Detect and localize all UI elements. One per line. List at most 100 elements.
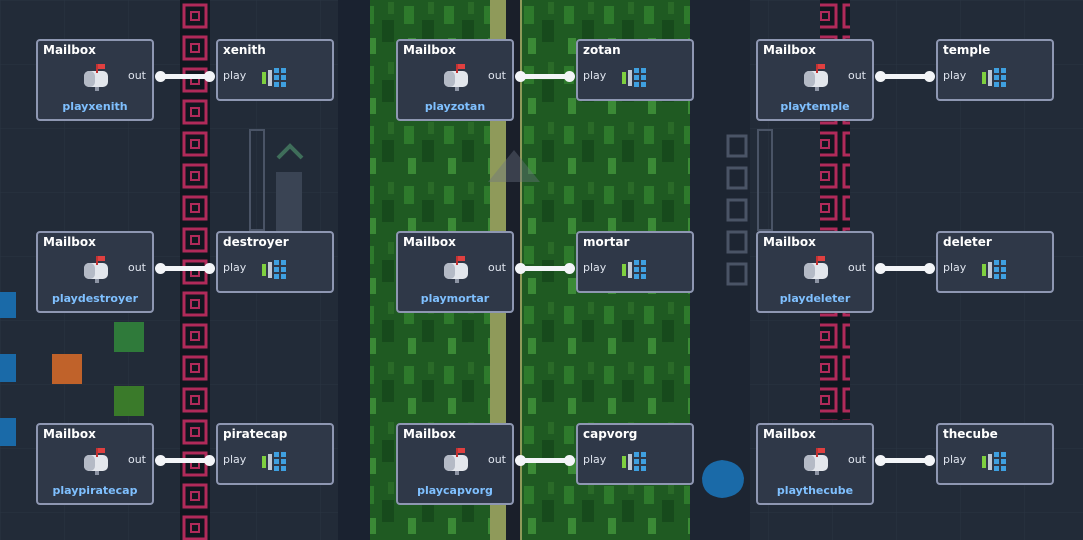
mailbox-node[interactable]: Mailbox out playzotan <box>396 39 514 121</box>
out-port-connector[interactable] <box>875 455 886 466</box>
play-port-label: play <box>943 453 967 466</box>
mailbox-node[interactable]: Mailbox out playcapvorg <box>396 423 514 505</box>
sound-node[interactable]: mortar play <box>576 231 694 293</box>
mailbox-icon <box>444 256 468 283</box>
speaker-grid-icon <box>982 452 1006 471</box>
out-port-label: out <box>487 261 506 274</box>
play-port-connector[interactable] <box>564 71 575 82</box>
mailbox-node[interactable]: Mailbox out playdestroyer <box>36 231 154 313</box>
channel-name[interactable]: playtemple <box>780 100 850 113</box>
sound-node[interactable]: deleter play <box>936 231 1054 293</box>
sound-node[interactable]: capvorg play <box>576 423 694 485</box>
mailbox-node[interactable]: Mailbox out playpiratecap <box>36 423 154 505</box>
out-port-connector[interactable] <box>875 71 886 82</box>
mailbox-icon <box>444 448 468 475</box>
channel-name[interactable]: playthecube <box>776 484 854 497</box>
out-port-connector[interactable] <box>155 455 166 466</box>
play-port-connector[interactable] <box>924 71 935 82</box>
play-port-connector[interactable] <box>564 455 575 466</box>
node-title: Mailbox <box>43 43 96 57</box>
out-port-label: out <box>487 69 506 82</box>
speaker-grid-icon <box>262 452 286 471</box>
connection-wire <box>880 266 930 271</box>
play-port-label: play <box>583 69 607 82</box>
node-title: thecube <box>943 427 998 441</box>
mailbox-node[interactable]: Mailbox out playmortar <box>396 231 514 313</box>
play-port-connector[interactable] <box>204 263 215 274</box>
mailbox-icon <box>804 256 828 283</box>
sound-node[interactable]: temple play <box>936 39 1054 101</box>
out-port-label: out <box>127 261 146 274</box>
node-title: Mailbox <box>763 427 816 441</box>
out-port-connector[interactable] <box>515 71 526 82</box>
mailbox-icon <box>804 448 828 475</box>
out-port-label: out <box>847 453 866 466</box>
sound-node[interactable]: zotan play <box>576 39 694 101</box>
channel-name[interactable]: playcapvorg <box>417 484 493 497</box>
out-port-label: out <box>847 69 866 82</box>
channel-name[interactable]: playmortar <box>420 292 490 305</box>
sound-node[interactable]: xenith play <box>216 39 334 101</box>
node-title: temple <box>943 43 991 57</box>
connection-wire <box>520 74 570 79</box>
sound-node[interactable]: piratecap play <box>216 423 334 485</box>
node-title: destroyer <box>223 235 289 249</box>
out-port-connector[interactable] <box>875 263 886 274</box>
play-port-connector[interactable] <box>204 455 215 466</box>
play-port-label: play <box>223 261 247 274</box>
speaker-grid-icon <box>982 260 1006 279</box>
play-port-label: play <box>223 453 247 466</box>
channel-name[interactable]: playdeleter <box>779 292 851 305</box>
node-title: zotan <box>583 43 621 57</box>
out-port-label: out <box>127 453 146 466</box>
node-title: xenith <box>223 43 266 57</box>
node-title: deleter <box>943 235 992 249</box>
connection-wire <box>520 458 570 463</box>
mailbox-icon <box>84 64 108 91</box>
out-port-label: out <box>847 261 866 274</box>
speaker-grid-icon <box>622 260 646 279</box>
play-port-label: play <box>943 69 967 82</box>
play-port-connector[interactable] <box>564 263 575 274</box>
speaker-grid-icon <box>262 260 286 279</box>
out-port-connector[interactable] <box>515 263 526 274</box>
node-title: Mailbox <box>763 235 816 249</box>
speaker-grid-icon <box>622 452 646 471</box>
mailbox-node[interactable]: Mailbox out playtemple <box>756 39 874 121</box>
mailbox-node[interactable]: Mailbox out playdeleter <box>756 231 874 313</box>
channel-name[interactable]: playxenith <box>62 100 128 113</box>
node-title: capvorg <box>583 427 638 441</box>
connection-wire <box>880 458 930 463</box>
play-port-connector[interactable] <box>924 263 935 274</box>
mailbox-icon <box>804 64 828 91</box>
mailbox-node[interactable]: Mailbox out playthecube <box>756 423 874 505</box>
channel-name[interactable]: playdestroyer <box>51 292 139 305</box>
speaker-grid-icon <box>262 68 286 87</box>
connection-wire <box>520 266 570 271</box>
mailbox-icon <box>84 448 108 475</box>
node-title: piratecap <box>223 427 288 441</box>
channel-name[interactable]: playzotan <box>424 100 486 113</box>
mailbox-icon <box>84 256 108 283</box>
out-port-connector[interactable] <box>515 455 526 466</box>
node-title: Mailbox <box>43 427 96 441</box>
mailbox-icon <box>444 64 468 91</box>
out-port-label: out <box>487 453 506 466</box>
play-port-label: play <box>583 261 607 274</box>
speaker-grid-icon <box>982 68 1006 87</box>
play-port-connector[interactable] <box>924 455 935 466</box>
connection-wire <box>160 74 210 79</box>
node-title: Mailbox <box>43 235 96 249</box>
sound-node[interactable]: thecube play <box>936 423 1054 485</box>
speaker-grid-icon <box>622 68 646 87</box>
connection-wire <box>880 74 930 79</box>
play-port-label: play <box>583 453 607 466</box>
node-title: Mailbox <box>403 43 456 57</box>
node-title: mortar <box>583 235 630 249</box>
out-port-connector[interactable] <box>155 263 166 274</box>
sound-node[interactable]: destroyer play <box>216 231 334 293</box>
mailbox-node[interactable]: Mailbox out playxenith <box>36 39 154 121</box>
out-port-connector[interactable] <box>155 71 166 82</box>
channel-name[interactable]: playpiratecap <box>52 484 138 497</box>
play-port-connector[interactable] <box>204 71 215 82</box>
